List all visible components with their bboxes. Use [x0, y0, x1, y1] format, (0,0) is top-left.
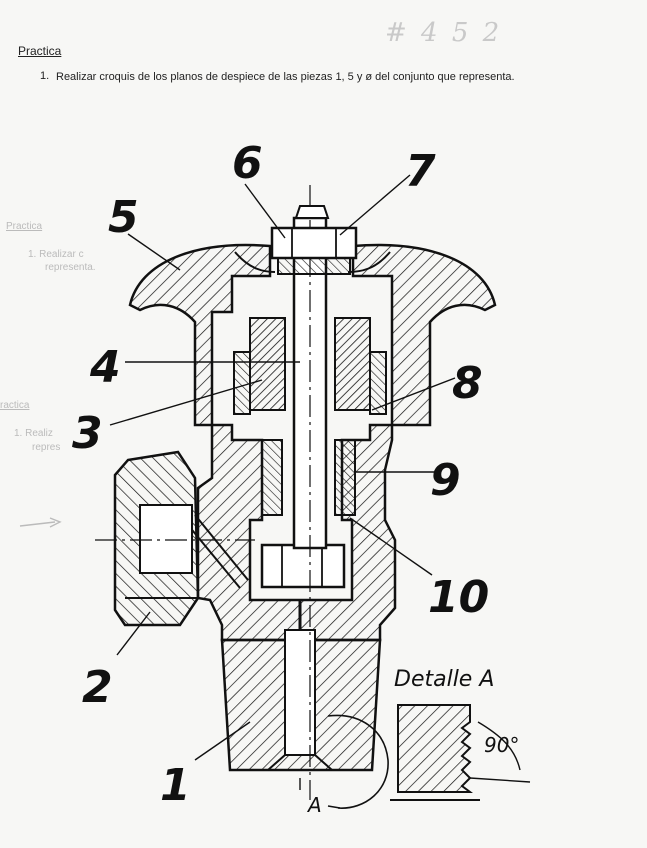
item-number: 1.: [40, 70, 50, 82]
ghost-practica-1: Practica: [6, 221, 43, 232]
ghost-representa-1: representa.: [45, 262, 96, 273]
leader-lines: [109, 174, 456, 761]
part-labels: 6 7 5 4 8 3 9 10 2 1: [72, 138, 489, 811]
valve-body-part-1: [187, 423, 397, 772]
ghost-practica-2: ractica: [0, 400, 30, 411]
ghost-representa-2: repres: [32, 442, 61, 453]
stray-arrow-mark: [19, 517, 62, 528]
bushing-part-4: [249, 317, 371, 411]
bushing-part-3: [233, 351, 387, 415]
side-nut-part-2: [113, 450, 200, 627]
instruction-text: Realizar croquis de los planos de despie…: [56, 71, 515, 83]
detail-a-view: Detalle A 90°: [390, 667, 531, 801]
packing-part-9: [261, 439, 356, 516]
part-label-5: 5: [108, 192, 139, 243]
part-label-1: 1: [160, 760, 191, 811]
detail-a-callout: A: [299, 714, 389, 817]
top-nut-part-6-7: [270, 205, 358, 275]
ghost-realizar-2: 1. Realiz: [14, 428, 53, 439]
part-label-4: 4: [89, 342, 121, 393]
part-label-3: 3: [72, 408, 103, 459]
lower-nut-part-10: [260, 543, 346, 589]
part-label-10: 10: [428, 572, 489, 623]
part-label-8: 8: [452, 358, 483, 409]
part-label-7: 7: [405, 146, 436, 197]
detail-angle: 90°: [484, 733, 519, 757]
handwheel-part-5: [128, 243, 497, 427]
part-label-2: 2: [82, 662, 113, 713]
page-title: Practica: [18, 44, 62, 58]
handwritten-note: # 4 5 2: [385, 18, 503, 48]
section-label-a: A: [306, 793, 322, 817]
ghost-realizar-1: 1. Realizar c: [28, 249, 84, 260]
detail-title: Detalle A: [394, 667, 494, 692]
part-label-6: 6: [232, 138, 263, 189]
part-label-9: 9: [430, 455, 461, 506]
